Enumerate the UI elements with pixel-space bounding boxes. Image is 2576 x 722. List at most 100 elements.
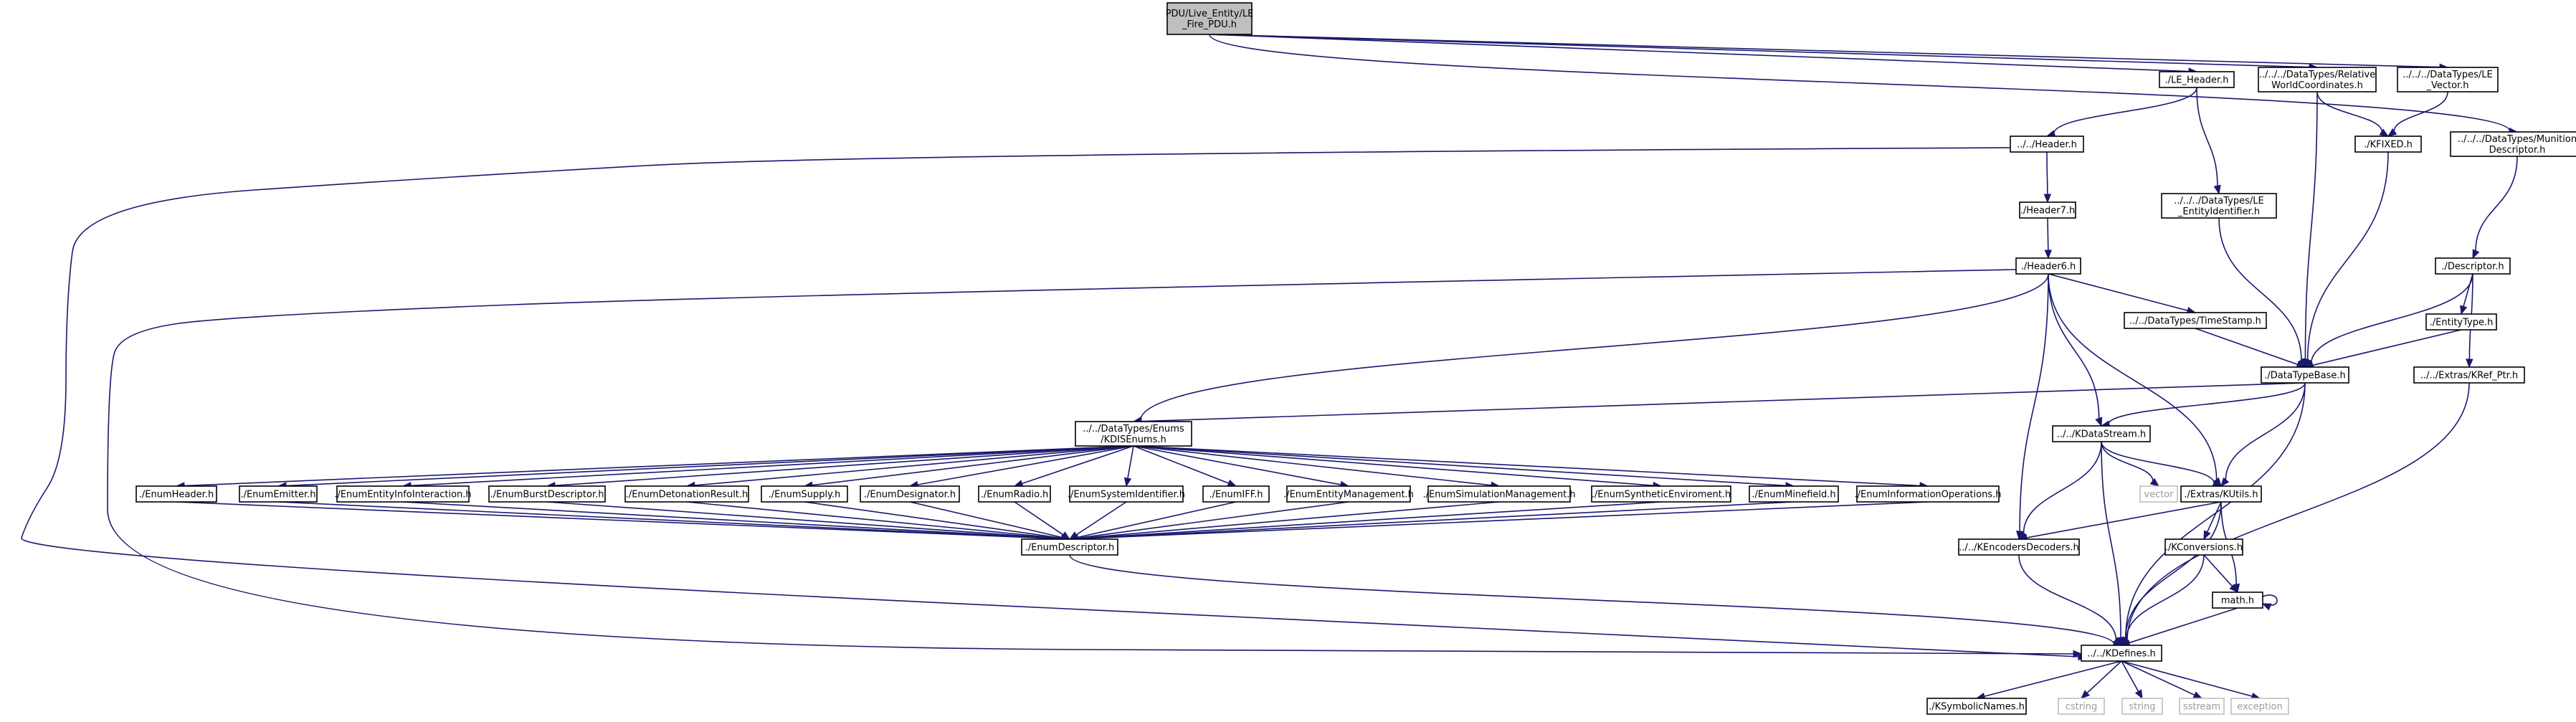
node-kdisenums[interactable]: ../../DataTypes/Enums/KDISEnums.h — [1075, 421, 1192, 447]
edge-line — [1076, 501, 1237, 538]
node-cstring[interactable]: cstring — [2058, 698, 2105, 715]
node-string[interactable]: string — [2121, 698, 2163, 715]
edge-line — [553, 445, 1134, 487]
node-label: ./Descriptor.h — [2441, 262, 2504, 272]
node-enumentitymgmt[interactable]: ./EnumEntityManagement.h — [1283, 485, 1414, 503]
node-box — [2258, 67, 2377, 92]
node-label: ../../Extras/KRef_Ptr.h — [2420, 371, 2518, 381]
edge-line — [2225, 382, 2306, 481]
node-label: ./EnumEmitter.h — [240, 490, 315, 500]
edge-header6-to-kdefines — [107, 269, 2083, 658]
node-box — [624, 485, 749, 503]
edge-line — [107, 269, 2075, 655]
node-kconversions[interactable]: ./KConversions.h — [2164, 538, 2243, 556]
node-header6[interactable]: ./Header6.h — [2015, 257, 2081, 275]
edge-line — [2206, 501, 2222, 533]
node-box — [2052, 425, 2151, 442]
node-header7[interactable]: ./Header7.h — [2019, 201, 2076, 219]
edge-line — [2203, 554, 2233, 588]
node-box — [1286, 485, 1411, 503]
node-kfixed[interactable]: ./KFIXED.h — [2354, 136, 2422, 153]
node-math[interactable]: math.h — [2212, 592, 2263, 609]
node-label: ./LE_Header.h — [2165, 75, 2229, 86]
node-enumradio[interactable]: ./EnumRadio.h — [978, 485, 1051, 503]
edge-arrowhead — [2460, 305, 2468, 315]
node-kdatastream[interactable]: ../../KDataStream.h — [2052, 425, 2151, 442]
node-enumheader[interactable]: ./EnumHeader.h — [136, 485, 217, 503]
node-exception[interactable]: exception — [2230, 698, 2289, 715]
edge-line — [2218, 217, 2302, 361]
node-le-entity-id[interactable]: ../../../DataTypes/LE_EntityIdentifier.h — [2161, 193, 2277, 219]
edge-line — [1133, 445, 1342, 485]
edge-kdatastream-to-kutils — [2101, 441, 2223, 487]
edge-kdatastream-to-kdefines — [2101, 441, 2125, 647]
node-le-header[interactable]: ./LE_Header.h — [2159, 71, 2235, 88]
node-enumsupply[interactable]: ./EnumSupply.h — [761, 485, 848, 503]
node-vector[interactable]: vector — [2139, 485, 2178, 503]
node-enumentityinfo[interactable]: ./EnumEntityInfoInteraction.h — [334, 485, 472, 503]
node-label: ../../../DataTypes/LE — [2402, 70, 2492, 80]
edge-arrowhead — [1060, 531, 1071, 540]
node-descriptor[interactable]: ./Descriptor.h — [2435, 257, 2511, 275]
node-label: exception — [2237, 702, 2283, 713]
node-le-vector[interactable]: ../../../DataTypes/LE_Vector.h — [2397, 67, 2499, 92]
node-enumiff[interactable]: ./EnumIFF.h — [1202, 485, 1270, 503]
node-box — [1958, 538, 2080, 556]
node-ksymbolic[interactable]: ./KSymbolicNames.h — [1926, 698, 2027, 715]
edge-line — [2316, 91, 2383, 133]
edge-line — [2086, 660, 2122, 694]
edge-entitytype-to-datatypebase — [2304, 329, 2462, 369]
node-label: ./EntityType.h — [2430, 318, 2494, 328]
node-enumdescriptor[interactable]: ./EnumDescriptor.h — [1021, 538, 1118, 556]
node-box — [136, 485, 217, 503]
edge-kdisenums-to-enumemitter — [277, 445, 1134, 490]
node-enumdesignator[interactable]: ./EnumDesignator.h — [860, 485, 960, 503]
node-enumburst[interactable]: ./EnumBurstDescriptor.h — [488, 485, 606, 503]
edge-le-entity-id-to-datatypebase — [2218, 217, 2306, 369]
node-sstream[interactable]: sstream — [2179, 698, 2225, 715]
node-kencoders[interactable]: ../../KEncodersDecoders.h — [1958, 538, 2080, 556]
node-label: ../../../DataTypes/Munition — [2458, 134, 2576, 145]
edge-line — [2304, 91, 2318, 361]
node-timestamp[interactable]: ../../DataTypes/TimeStamp.h — [2124, 312, 2267, 329]
node-label: ./EnumIFF.h — [1209, 490, 1263, 500]
node-enumsynth[interactable]: ./EnumSyntheticEnviroment.h — [1591, 485, 1731, 503]
node-label: ../../../DataTypes/LE — [2174, 196, 2263, 206]
node-kref[interactable]: ../../Extras/KRef_Ptr.h — [2413, 366, 2525, 384]
edge-header6-to-kutils — [2048, 273, 2222, 488]
edge-line — [2019, 273, 2049, 533]
node-box — [2164, 538, 2243, 556]
node-box — [2159, 71, 2235, 88]
node-box — [2425, 313, 2497, 331]
node-kdefines[interactable]: ../../KDefines.h — [2081, 645, 2162, 662]
node-rel-world[interactable]: ../../../DataTypes/RelativeWorldCoordina… — [2258, 67, 2377, 92]
node-box — [1427, 485, 1571, 503]
node-header-h[interactable]: ../../Header.h — [2010, 136, 2084, 153]
node-enuminfoops[interactable]: ./EnumInformationOperations.h — [1855, 485, 2002, 503]
edge-line — [2311, 329, 2462, 366]
node-enumsysid[interactable]: ./EnumSystemIdentifier.h — [1068, 485, 1185, 503]
node-box — [239, 485, 318, 503]
node-enumemitter[interactable]: ./EnumEmitter.h — [239, 485, 318, 503]
node-enumminefield[interactable]: ./EnumMinefield.h — [1749, 485, 1839, 503]
node-enumsimmgmt[interactable]: ./EnumSimulationManagement.h — [1422, 485, 1576, 503]
edge-line — [1076, 501, 1662, 540]
edge-line — [409, 445, 1134, 487]
node-label: Descriptor.h — [2489, 145, 2546, 156]
node-label: ./EnumSystemIdentifier.h — [1068, 490, 1185, 500]
node-box — [2179, 698, 2225, 715]
node-entitytype[interactable]: ./EntityType.h — [2425, 313, 2497, 331]
node-enumdetonation[interactable]: ./EnumDetonationResult.h — [624, 485, 749, 503]
edge-line — [1133, 445, 1655, 487]
edge-line — [2196, 87, 2218, 187]
edge-line — [2101, 441, 2154, 482]
node-label: _Vector.h — [2425, 80, 2468, 91]
node-kutils[interactable]: ./Extras/KUtils.h — [2180, 485, 2262, 503]
edge-line — [1133, 445, 1493, 486]
node-label: ./EnumHeader.h — [139, 490, 214, 500]
edge-line — [2121, 660, 2253, 698]
node-label: ../../../DataTypes/Relative — [2259, 70, 2375, 80]
node-datatypebase[interactable]: ./DataTypeBase.h — [2261, 366, 2349, 384]
